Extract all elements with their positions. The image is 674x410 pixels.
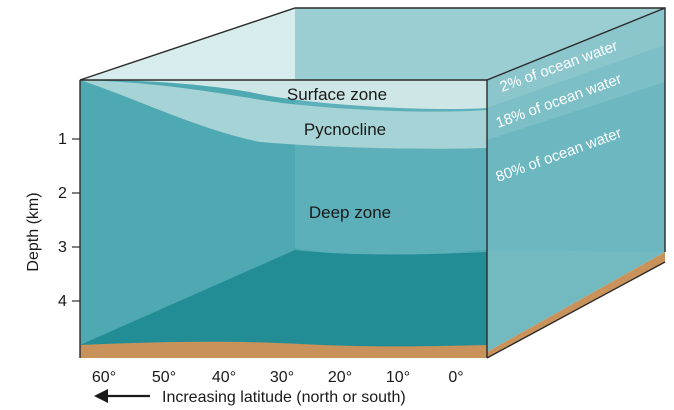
latitude-tick-30: 30° [270,369,294,386]
depth-tick-1: 1 [58,131,67,148]
latitude-tick-50: 50° [152,369,176,386]
bottom-water [80,250,487,352]
depth-tick-4: 4 [58,293,67,310]
latitude-tick-10: 10° [386,369,410,386]
sea-floor [80,341,487,358]
depth-axis: 1 2 3 4 Depth (km) [25,131,80,310]
latitude-tick-40: 40° [212,369,236,386]
pycnocline-label: Pycnocline [304,120,386,139]
depth-axis-title: Depth (km) [25,192,42,271]
surface-zone-lens [80,80,487,110]
pycnocline-lens [80,80,487,149]
depth-tick-2: 2 [58,185,67,202]
block-outline [79,7,666,359]
latitude-tick-60: 60° [92,369,116,386]
depth-tick-3: 3 [58,239,67,256]
latitude-axis-title: Increasing latitude (north or south) [162,389,406,406]
left-arrow-icon [94,389,150,403]
latitude-tick-0: 0° [448,369,463,386]
surface-zone-label: Surface zone [287,85,387,104]
deep-zone-label: Deep zone [309,203,391,222]
latitude-axis: 60° 50° 40° 30° 20° 10° 0° Increasing la… [92,369,464,406]
latitude-tick-20: 20° [328,369,352,386]
sediment-side [487,252,665,358]
